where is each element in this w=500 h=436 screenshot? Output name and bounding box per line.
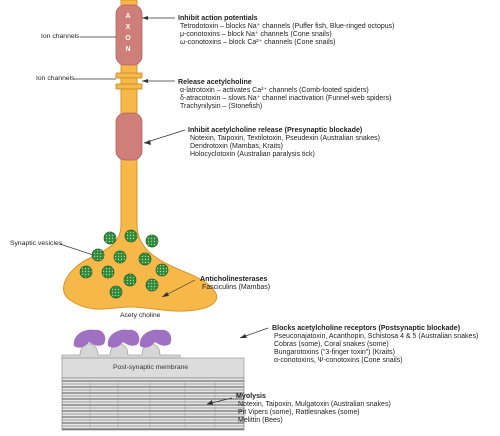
myolysis-title: Myolysis: [236, 392, 266, 400]
release-acetylcholine-line: Trachynilysin – (Stonefish): [180, 103, 263, 110]
synaptic-vesicle: [109, 285, 123, 299]
muscle-striations: [62, 380, 244, 430]
muscle-fiber: [61, 377, 245, 431]
anticholinesterases-line: Fasciculins (Mambas): [202, 284, 271, 291]
acetylcholine-receptors: [73, 329, 172, 348]
inhibit-action-potentials-line: Tetrodotoxin – blocks Na⁺ channels (Puff…: [180, 23, 395, 30]
ion-channel-ring-1: [115, 72, 143, 79]
receptor-1: [73, 329, 106, 348]
acetylcholine-label: Acety choline: [120, 312, 161, 319]
receptor-3: [139, 329, 172, 348]
block-receptors-line: Bungarotoxins (“3-finger toxin”) (Kraits…: [274, 349, 395, 356]
ion-channels-label-mid: Ion channels: [36, 75, 75, 82]
postsynaptic-membrane-folds: [61, 343, 181, 361]
inhibit-release-line: Holocyclotoxin (Australian paralysis tic…: [190, 151, 315, 158]
postsynaptic-membrane-label: Post-synaptic membrane: [113, 364, 189, 371]
synaptic-vesicle: [155, 263, 169, 277]
axon-letter-x: X: [125, 24, 131, 31]
release-acetylcholine-title: Release acetylcholine: [178, 78, 252, 86]
receptor-2: [107, 329, 140, 348]
synaptic-vesicle: [138, 252, 152, 266]
block-receptors-line: Cobras (some), Coral snakes (some): [274, 341, 389, 348]
myolysis-line: Pit Vipers (some), Rattlesnakes (some): [238, 409, 360, 416]
axon-letter-a: A: [125, 13, 131, 20]
postsynaptic-region: [61, 343, 245, 431]
synaptic-vesicle: [103, 231, 117, 245]
block-receptors-title: Blocks acetylcholine receptors (Postsyna…: [272, 324, 461, 332]
synaptic-vesicle: [113, 250, 127, 264]
inhibit-action-potentials-title: Inhibit action potentials: [178, 14, 258, 22]
leader-arrowheads: [142, 16, 247, 338]
axon-letter-o: O: [125, 35, 131, 42]
block-receptors-line: α-conotoxins, Ψ-conotoxins (Cone snails): [274, 357, 403, 364]
axon-terminal-shape: [63, 0, 218, 312]
myolysis-line: Notexin, Taipoxin, Mulgatoxin (Australia…: [238, 401, 391, 408]
ion-channel-top: [115, 4, 143, 66]
synaptic-vesicle: [145, 278, 159, 292]
inhibit-action-potentials-line: ω-conotoxins – block Ca²⁺ channels (Cone…: [180, 39, 336, 46]
synaptic-vesicle: [123, 273, 137, 287]
synaptic-vesicle: [101, 265, 115, 279]
block-receptors-line: Pseuconajatoxin, Acanthopin, Schistosa 4…: [274, 333, 479, 340]
inhibit-release-line: Dendrotoxin (Mambas, Kraits): [190, 143, 283, 150]
ion-channels-label-top: Ion channels: [41, 33, 80, 40]
inhibit-release-title: Inhibit acetylcholine release (Presynapt…: [188, 126, 363, 134]
myolysis-arrowhead: [207, 400, 213, 405]
release-acetylcholine-line: δ-atracotoxin – slows Na⁺ channel inacti…: [180, 95, 392, 102]
synaptic-vesicle: [91, 248, 105, 262]
myolysis-line: Melittin (Bees): [238, 417, 283, 424]
inhibit-release-line: Notexin, Taipoxin, Textilotoxin, Pseudex…: [190, 135, 381, 142]
ion-channel-lower: [115, 112, 143, 161]
release-acetylcholine-line: α-latrotoxin – activates Ca²⁺ channels (…: [180, 87, 369, 94]
synaptic-vesicle: [145, 234, 159, 248]
synaptic-vesicles-label: Synaptic vesicles: [10, 240, 63, 247]
synaptic-vesicle: [79, 265, 93, 279]
axon-letter-n: N: [125, 46, 131, 53]
ion-channel-ring-2: [115, 83, 143, 90]
synaptic-vesicles: [79, 229, 169, 299]
synaptic-vesicle: [124, 229, 138, 243]
inhibit-action-potentials-line: μ-conotoxins – block Na⁺ channels (Cone …: [180, 31, 332, 38]
anticholinesterases-title: Anticholinesterases: [200, 275, 268, 283]
